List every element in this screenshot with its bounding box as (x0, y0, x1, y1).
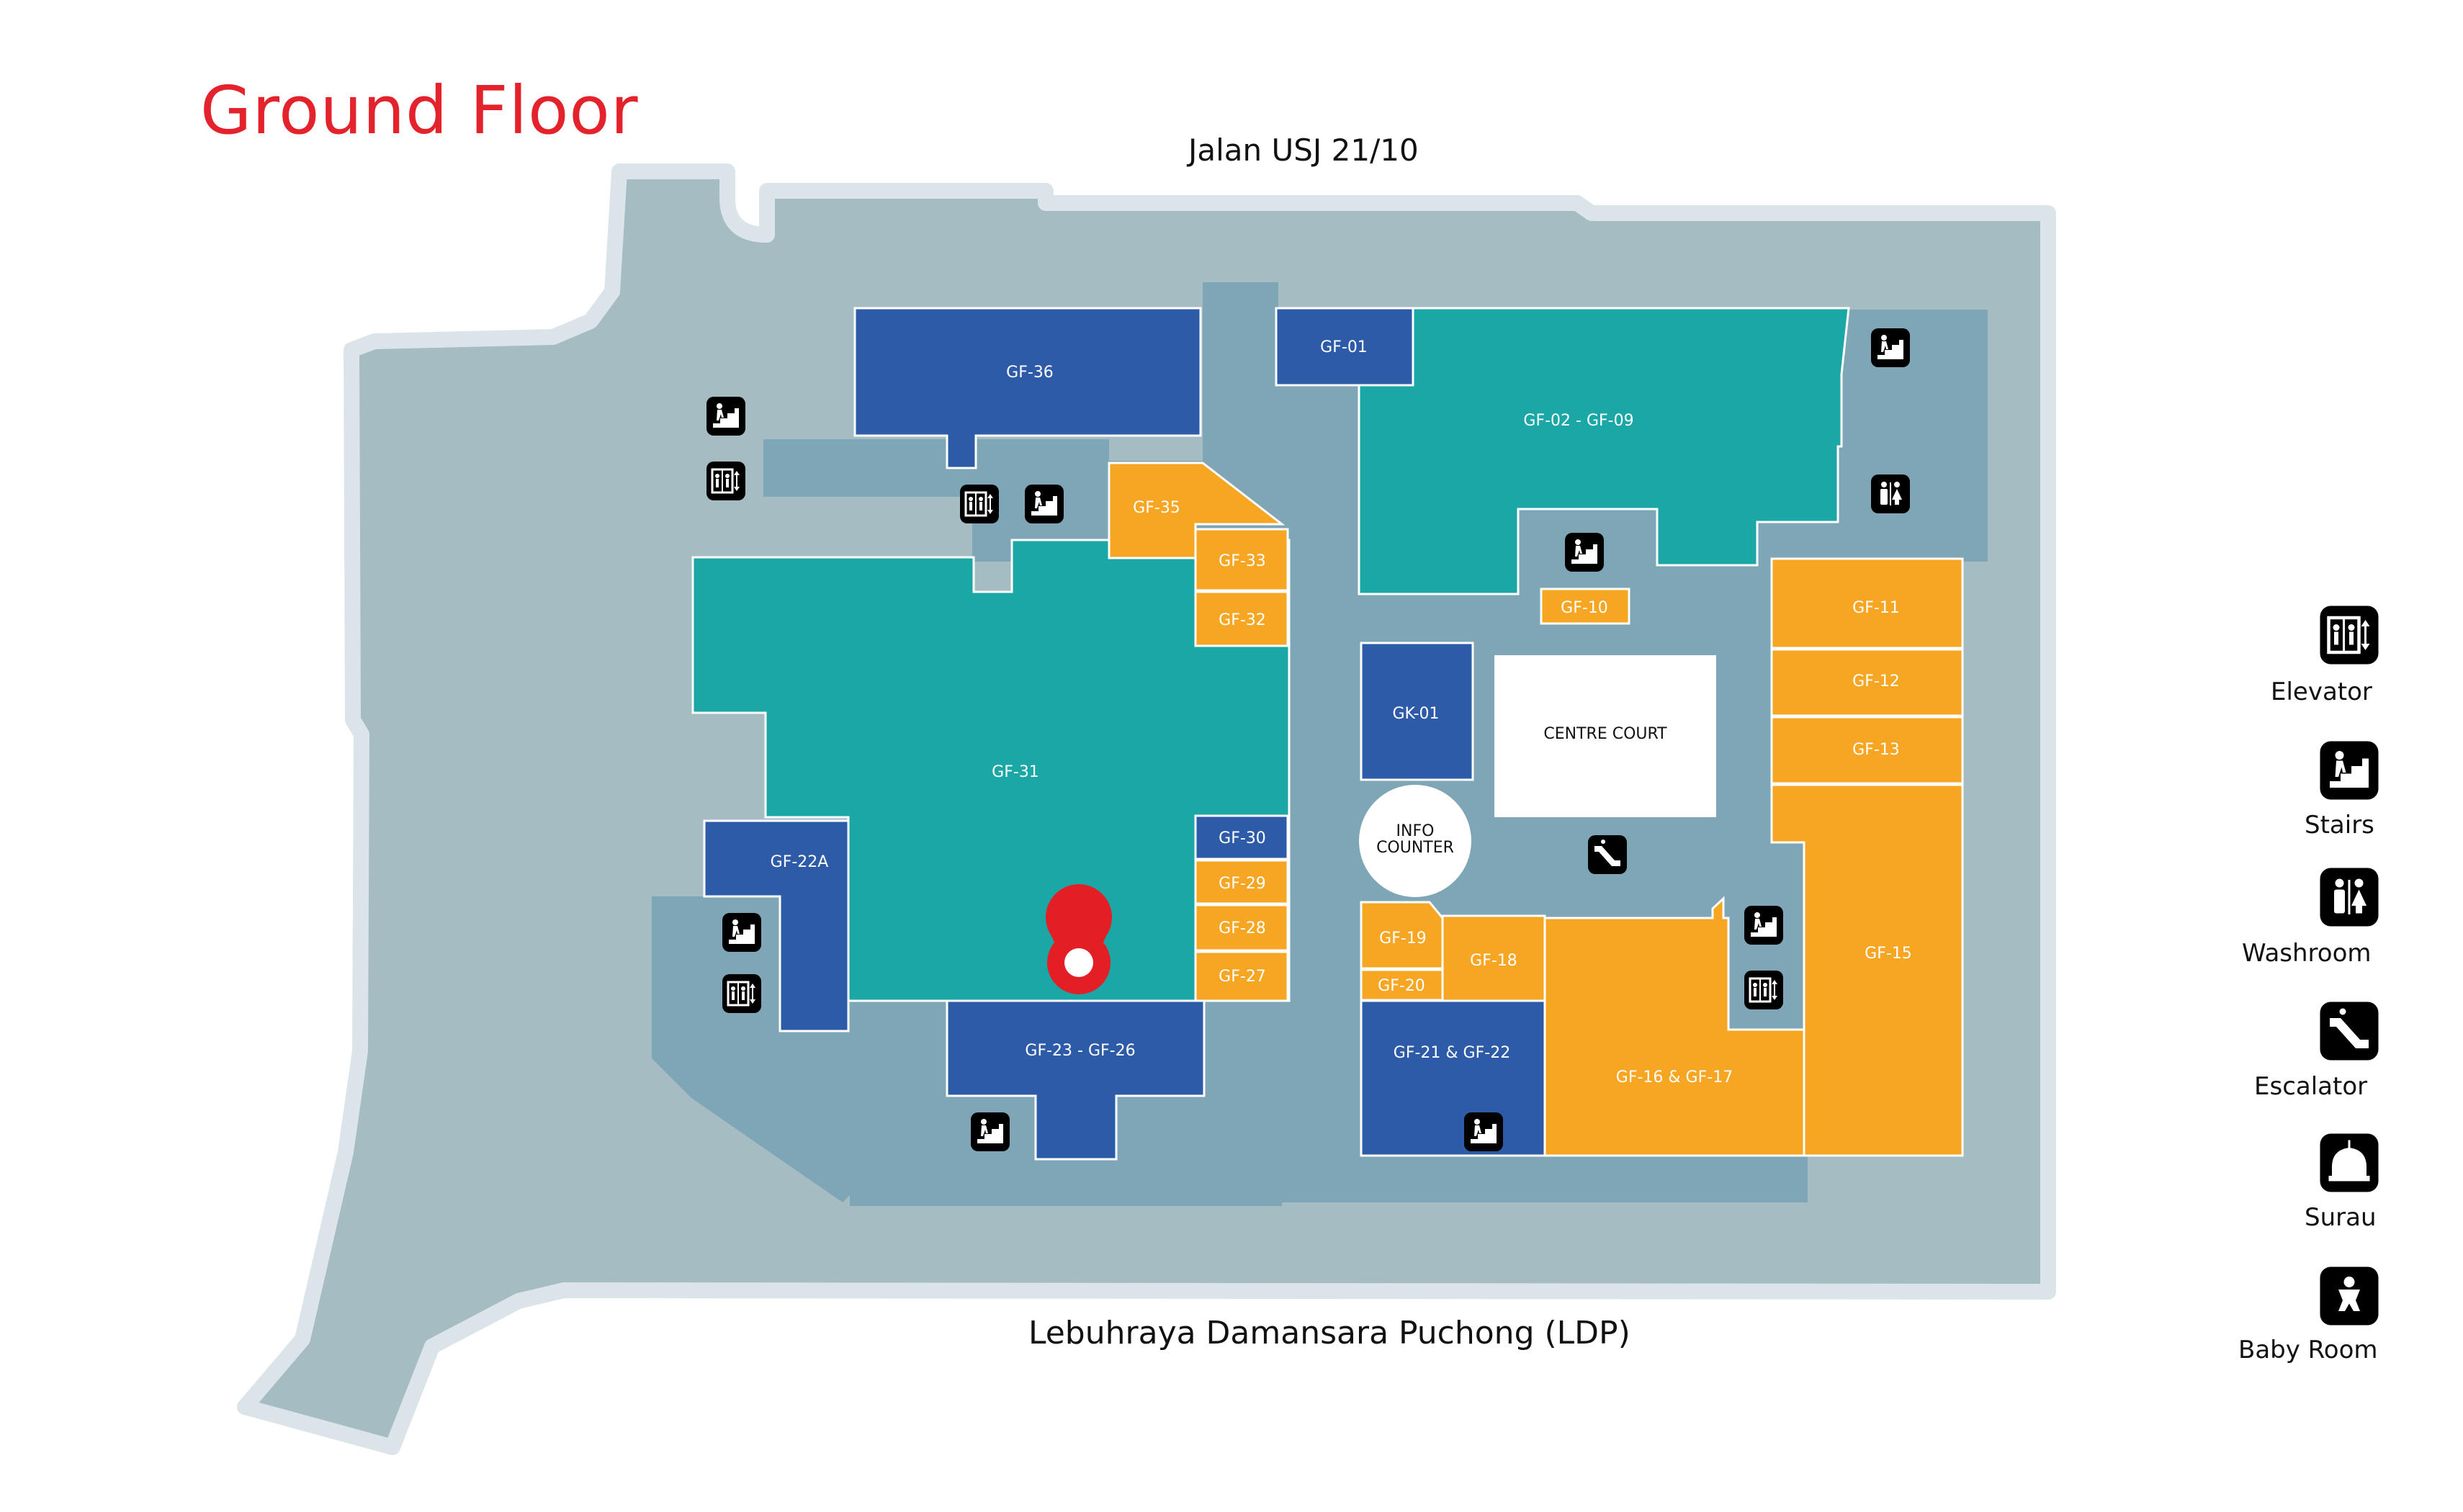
stairs-icon (1871, 328, 1910, 367)
legend-label-surau: Surau (2305, 1203, 2377, 1232)
unit-gf-12[interactable] (1770, 648, 1964, 717)
label-gf-16-17: GF-16 & GF-17 (1616, 1068, 1733, 1086)
stairs-icon (1744, 906, 1783, 945)
anchor-tenants (691, 307, 1850, 1002)
orange-units (1108, 462, 1964, 1157)
stairs-icon (1565, 533, 1604, 572)
surau-icon (2320, 1133, 2379, 1192)
stairs-icon (1025, 485, 1064, 523)
unit-gf-33[interactable] (1194, 528, 1289, 592)
unit-gf-30[interactable] (1194, 814, 1289, 860)
unit-gf-32[interactable] (1194, 590, 1289, 647)
washroom-icon (2319, 867, 2379, 927)
unit-labels: GF-36 GF-01 GF-02 - GF-09 GF-35 GF-33 GF… (771, 338, 1912, 1086)
label-gf-12: GF-12 (1852, 672, 1900, 690)
road-label-north: Jalan USJ 21/10 (1188, 132, 1419, 168)
label-gf-33: GF-33 (1219, 552, 1266, 570)
elevator-icon (2320, 606, 2379, 665)
label-gf-30: GF-30 (1219, 829, 1266, 847)
escalator-icon (1588, 835, 1627, 874)
unit-gk-01[interactable] (1360, 642, 1474, 781)
label-gf-21-22: GF-21 & GF-22 (1394, 1044, 1510, 1062)
stairs-icon (722, 913, 761, 952)
unit-gf-13[interactable] (1770, 716, 1964, 785)
elevator-icon (1743, 969, 1785, 1011)
unit-gf-21-22[interactable] (1360, 999, 1546, 1157)
blue-units (703, 307, 1546, 1161)
label-gf-22a: GF-22A (771, 853, 829, 871)
label-gf-27: GF-27 (1219, 968, 1266, 986)
legend-label-escalator: Escalator (2254, 1072, 2368, 1101)
unit-gf-20[interactable] (1360, 968, 1444, 1002)
unit-gf-02-09[interactable] (1358, 307, 1850, 595)
floor-title: Ground Floor (200, 72, 639, 149)
label-gk-01: GK-01 (1392, 705, 1439, 723)
label-gf-23-26: GF-23 - GF-26 (1025, 1042, 1135, 1060)
elevator-icon (705, 460, 747, 502)
label-gf-31: GF-31 (992, 763, 1039, 781)
stairs-icon (706, 397, 745, 436)
label-gf-29: GF-29 (1219, 875, 1266, 893)
elevator-icon (959, 483, 1000, 525)
unit-gf-01[interactable] (1275, 307, 1414, 387)
label-gf-36: GF-36 (1006, 364, 1054, 382)
label-gf-15: GF-15 (1865, 945, 1912, 963)
label-gf-01: GF-01 (1320, 338, 1368, 356)
label-gf-35: GF-35 (1133, 499, 1180, 517)
location-pin-icon[interactable] (1046, 884, 1112, 994)
info-counter-label-line2: COUNTER (1376, 839, 1454, 857)
unit-gf-23-26[interactable] (946, 999, 1206, 1161)
unit-gf-16-17[interactable] (1543, 896, 1805, 1157)
label-gf-02-09: GF-02 - GF-09 (1523, 412, 1633, 430)
unit-gf-28[interactable] (1194, 904, 1289, 952)
label-gf-28: GF-28 (1219, 919, 1266, 937)
unit-gf-11[interactable] (1770, 557, 1964, 649)
legend-label-washroom: Washroom (2242, 939, 2372, 968)
unit-gf-29[interactable] (1194, 859, 1289, 905)
legend-label-elevator: Elevator (2271, 678, 2372, 706)
washroom-icon (1870, 474, 1911, 514)
unit-gf-22a[interactable] (703, 819, 850, 1032)
stairs-icon (971, 1112, 1010, 1151)
legend-label-baby-room: Baby Room (2238, 1336, 2378, 1364)
unit-gf-35[interactable] (1108, 462, 1286, 559)
unit-gf-18[interactable] (1441, 914, 1546, 1002)
stairs-icon (1464, 1112, 1503, 1151)
legend-label-stairs: Stairs (2305, 811, 2374, 840)
unit-gf-27[interactable] (1194, 950, 1289, 1002)
info-counter (1359, 785, 1471, 897)
unit-gf-10[interactable] (1540, 588, 1630, 625)
label-gf-20: GF-20 (1378, 977, 1425, 995)
unit-gf-19[interactable] (1360, 901, 1444, 970)
label-gf-18: GF-18 (1470, 952, 1517, 970)
baby-room-icon (2320, 1266, 2379, 1326)
label-gf-32: GF-32 (1219, 611, 1266, 629)
label-gf-13: GF-13 (1852, 741, 1900, 759)
label-gf-11: GF-11 (1852, 599, 1900, 617)
centre-court (1494, 655, 1716, 817)
road-label-south: Lebuhraya Damansara Puchong (LDP) (1028, 1315, 1630, 1351)
stairs-icon (2320, 741, 2379, 800)
centre-court-label: CENTRE COURT (1543, 725, 1667, 743)
unit-gf-36[interactable] (853, 307, 1202, 469)
info-counter-label-line1: INFO (1396, 822, 1435, 840)
elevator-icon (721, 973, 763, 1014)
escalator-icon (2320, 1002, 2379, 1061)
label-gf-19: GF-19 (1379, 930, 1427, 948)
label-gf-10: GF-10 (1561, 599, 1608, 617)
